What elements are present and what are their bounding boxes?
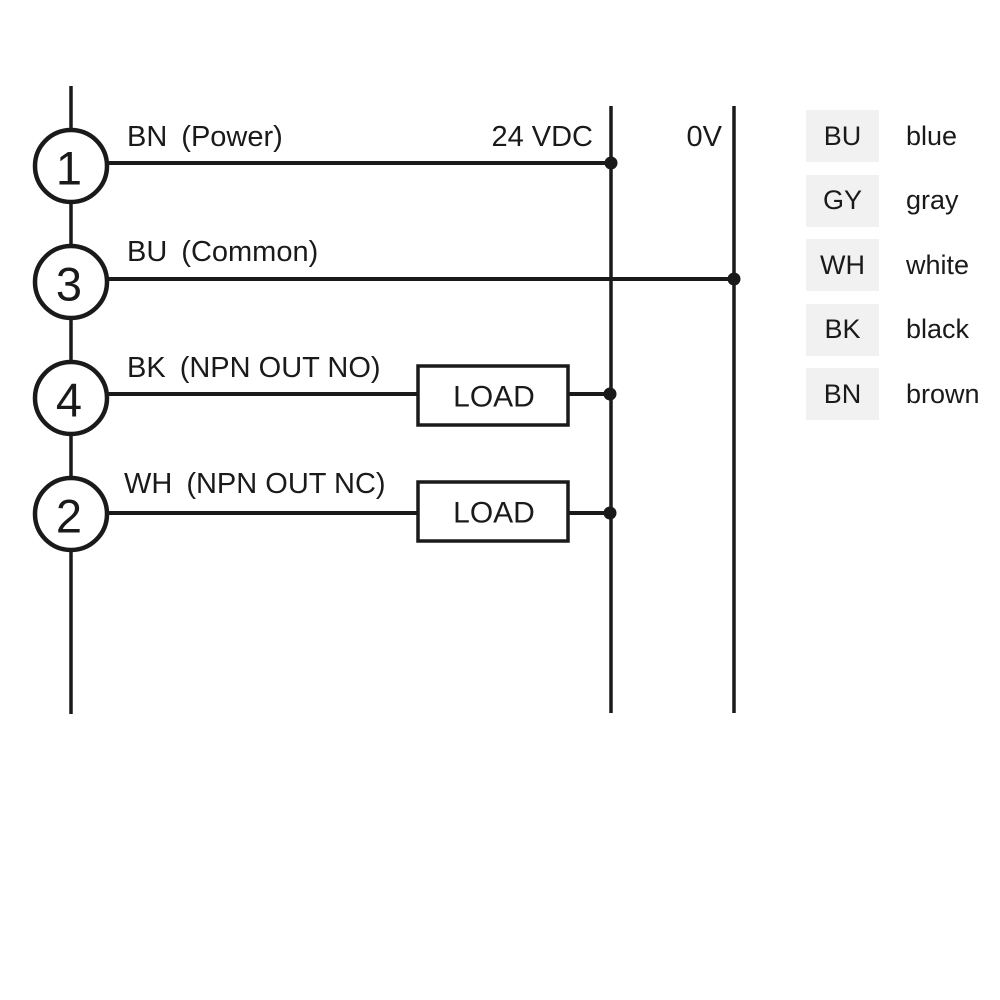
wire-label: BK (NPN OUT NO) xyxy=(127,352,381,384)
pin-number: 2 xyxy=(56,490,82,543)
junction-dot xyxy=(604,156,618,170)
wire-function: (Power) xyxy=(181,121,283,153)
pin-3-wire: 3 BU (Common) xyxy=(32,236,741,321)
junction-dot xyxy=(727,272,741,286)
pin-circle xyxy=(32,127,110,205)
legend-code: WH xyxy=(806,239,879,291)
junction-dot xyxy=(603,387,617,401)
legend-color-name: gray xyxy=(906,185,959,215)
wire-function: (Common) xyxy=(181,236,318,268)
wire-code: WH xyxy=(124,468,172,500)
wire-code: BK xyxy=(127,352,166,384)
legend-item: BK black xyxy=(806,303,980,356)
legend-code: GY xyxy=(806,174,879,227)
pin-number: 3 xyxy=(56,258,82,311)
wire-label: WH (NPN OUT NC) xyxy=(124,468,386,500)
legend-item: BN brown xyxy=(806,368,980,420)
pin-number: 4 xyxy=(56,374,82,427)
legend-item: GY gray xyxy=(806,174,980,227)
wire-function: (NPN OUT NO) xyxy=(180,352,381,384)
load-box xyxy=(416,364,570,427)
legend-code: BK xyxy=(806,303,879,356)
legend-color-name: white xyxy=(906,249,970,280)
pin-number: 1 xyxy=(56,142,82,195)
bus-0v-label: 0V xyxy=(687,121,723,153)
legend-item: WH white xyxy=(806,239,980,291)
pin-circle xyxy=(32,359,110,437)
pin-4-wire: LOAD 4 BK (NPN OUT NO) xyxy=(32,352,617,437)
color-code-legend: BU blue GY gray WH white BK black BN bro… xyxy=(806,110,980,433)
junction-dot xyxy=(603,506,617,520)
wire-function: (NPN OUT NC) xyxy=(186,468,385,500)
legend-color-name: blue xyxy=(906,120,958,151)
wire-code: BU xyxy=(127,236,167,268)
bus-24vdc-label: 24 VDC xyxy=(491,121,593,153)
pin-circle xyxy=(32,243,110,321)
legend-color-name: brown xyxy=(906,378,980,409)
wire-label: BU (Common) xyxy=(127,236,318,268)
wire-code: BN xyxy=(127,121,167,153)
legend-color-name: black xyxy=(906,314,970,344)
legend-code: BU xyxy=(806,110,879,162)
load-label: LOAD xyxy=(453,381,535,414)
pin-1-wire: 1 BN (Power) xyxy=(32,121,618,205)
pin-2-wire: LOAD 2 WH (NPN OUT NC) xyxy=(32,468,617,553)
legend-item: BU blue xyxy=(806,110,980,162)
pin-circle xyxy=(32,475,110,553)
load-box xyxy=(416,480,570,543)
wire-label: BN (Power) xyxy=(127,121,283,153)
legend-code: BN xyxy=(806,368,879,420)
load-label: LOAD xyxy=(453,497,535,530)
